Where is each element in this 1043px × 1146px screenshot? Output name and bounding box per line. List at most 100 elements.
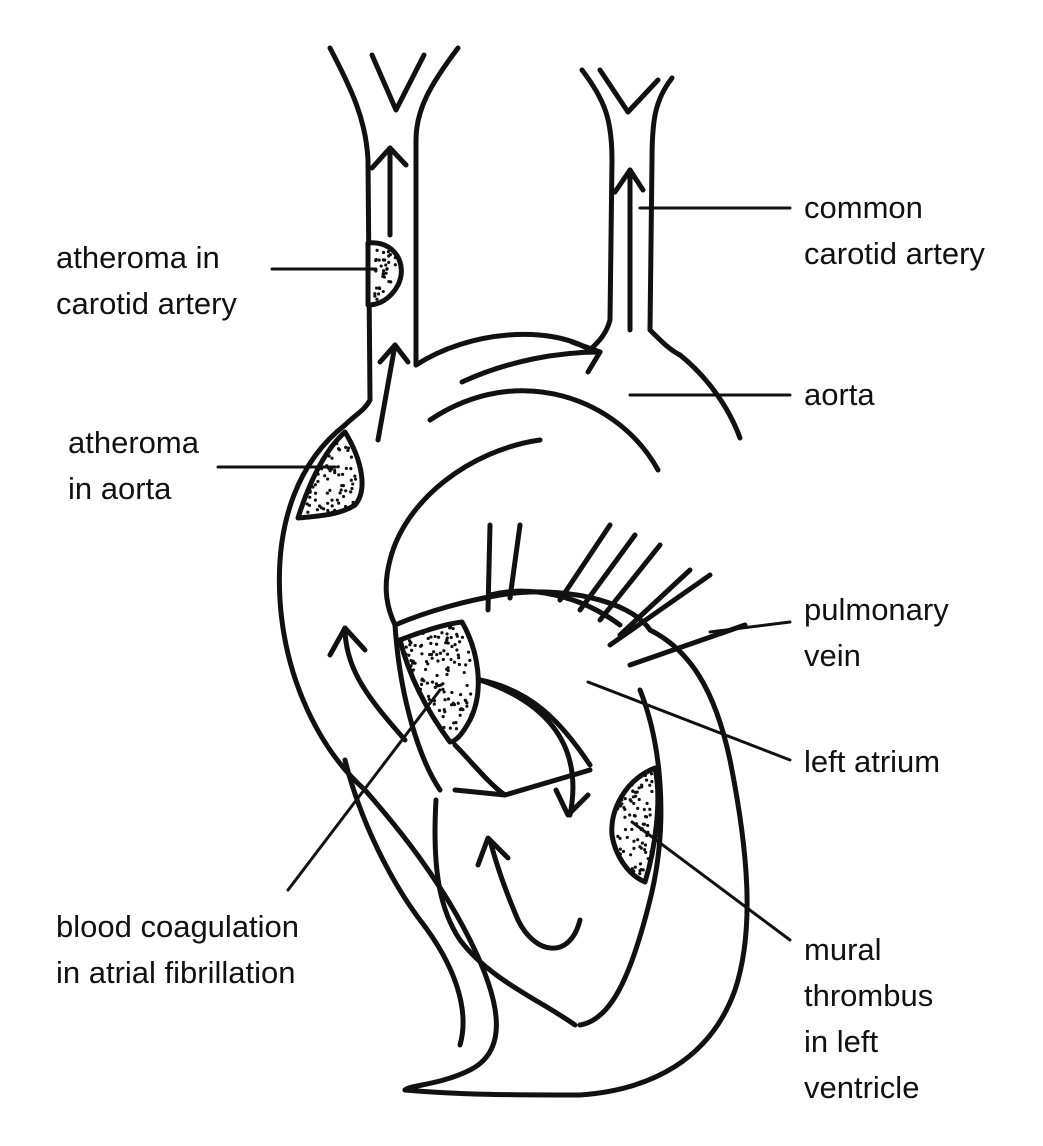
stipple-dot	[381, 289, 385, 294]
stipple-dot	[421, 631, 425, 635]
stipple-dot	[441, 687, 445, 691]
aortic-arch-outer	[413, 331, 593, 368]
stipple-dot	[315, 508, 320, 512]
stipple-dot	[645, 801, 649, 805]
stipple-dot	[437, 708, 442, 713]
stipple-dot	[376, 292, 381, 296]
stipple-dot	[637, 786, 641, 790]
stipple-dot	[410, 670, 414, 674]
label-line: carotid artery	[804, 236, 985, 271]
stipple-dot	[382, 258, 386, 262]
stipple-dot	[457, 656, 461, 660]
stipple-dot	[313, 498, 318, 502]
stipple-dot	[442, 690, 446, 694]
stipple-dot	[425, 681, 429, 685]
leader-pulmonary-vein	[708, 620, 792, 634]
stipple-dot	[308, 489, 312, 493]
stipple-dot	[387, 260, 391, 265]
stipple-dot	[469, 713, 473, 717]
stipple-dot	[308, 495, 312, 499]
stipple-dot	[631, 795, 635, 799]
stipple-dot	[420, 678, 424, 682]
stipple-dot	[616, 807, 620, 811]
stipple-dot	[344, 466, 348, 470]
stipple-dot	[618, 836, 622, 840]
stipple-dot	[335, 441, 339, 446]
stipple-dot	[637, 797, 641, 802]
label-line: carotid artery	[56, 286, 237, 321]
stipple-dot	[453, 643, 457, 647]
stipple-dot	[445, 652, 450, 656]
stipple-dot	[622, 805, 626, 810]
ventricle-inner-wall	[577, 687, 664, 1028]
leader-mural-thrombus	[630, 820, 792, 942]
stipple-dot	[639, 846, 643, 850]
aorta-left-wall-lower	[392, 622, 443, 793]
stipple-dot	[446, 666, 450, 670]
stipple-dot	[616, 834, 620, 838]
stipple-dot	[379, 264, 383, 268]
stipple-dot	[333, 471, 337, 475]
label-line: thrombus	[804, 978, 934, 1013]
stipple-dot	[340, 483, 344, 488]
stipple-dot	[344, 489, 348, 493]
stipple-dot	[430, 680, 435, 684]
stipple-dot	[349, 478, 353, 482]
stipple-dot	[648, 783, 652, 787]
stipple-dot	[313, 491, 318, 495]
stipple-dot	[393, 256, 397, 260]
stipple-dot	[456, 653, 460, 657]
stipple-dot	[459, 692, 463, 697]
stipple-dot	[452, 660, 457, 664]
stipple-dot	[621, 849, 626, 854]
stipple-dot	[649, 850, 653, 854]
stipple-dot	[418, 687, 423, 691]
stipple-dot	[340, 472, 345, 476]
stipple-dot	[435, 653, 439, 657]
stipple-dot	[632, 814, 637, 818]
stipple-dot	[346, 448, 350, 453]
stipple-dot	[445, 672, 449, 677]
stipple-dot	[326, 510, 330, 514]
stipple-dot	[640, 783, 644, 787]
lower-left-wall	[342, 757, 466, 1048]
label-left-atrium: left atrium	[804, 739, 940, 785]
flow-arrow-right-carotid	[612, 167, 646, 333]
flow-arrow-ascending-aorta	[327, 625, 408, 743]
ascending-aorta-outer	[276, 422, 499, 1093]
stipple-dot	[638, 862, 643, 866]
stipple-dot	[464, 663, 468, 667]
label-line: in atrial fibrillation	[56, 955, 296, 990]
stipple-dot	[330, 456, 334, 460]
stipple-dot	[330, 510, 335, 514]
stipple-dot	[427, 697, 431, 701]
stipple-dot	[640, 841, 645, 845]
stipple-dot	[388, 253, 392, 257]
stipple-dot	[450, 690, 454, 695]
stipple-dot	[465, 704, 469, 708]
stipple-dot	[630, 783, 634, 787]
stipple-dot	[377, 286, 381, 290]
stipple-dot	[446, 641, 450, 645]
stipple-dot	[646, 823, 650, 828]
stipple-dot	[404, 652, 408, 656]
mitral-line	[477, 677, 593, 768]
stipple-dot	[429, 641, 433, 645]
stipple-dot	[434, 720, 439, 724]
stipple-dot	[628, 798, 632, 802]
stipple-dot	[641, 822, 645, 826]
label-line: in aorta	[68, 471, 172, 506]
stipple-dot	[438, 651, 443, 655]
stipple-dot	[349, 455, 354, 459]
stipple-dot	[452, 721, 456, 725]
label-line: blood coagulation	[56, 909, 300, 944]
ascending-aorta-inner	[383, 437, 543, 628]
stipple-dot	[630, 827, 634, 831]
ventricle-septum-inner	[432, 797, 578, 1028]
stipple-dot	[375, 248, 379, 252]
stipple-dot	[449, 657, 453, 662]
stipple-dot	[409, 664, 413, 668]
stipple-dot	[623, 827, 628, 832]
stipple-dot	[636, 806, 640, 810]
